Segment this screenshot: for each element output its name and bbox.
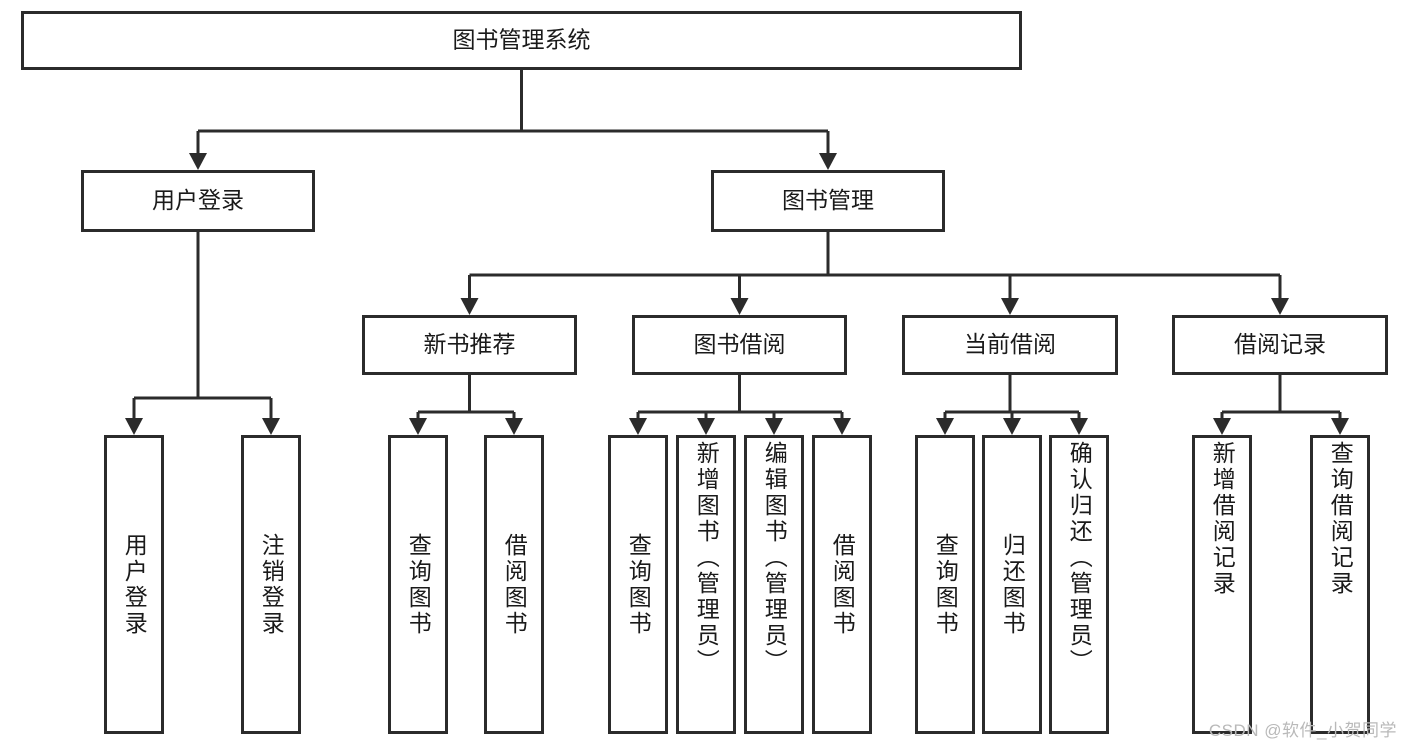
connector-layer xyxy=(125,70,1349,435)
arrow-down-icon xyxy=(1213,418,1231,435)
node-box-layer xyxy=(21,11,1388,734)
arrow-down-icon xyxy=(125,418,143,435)
leaf-box[interactable] xyxy=(484,435,544,734)
arrow-down-icon xyxy=(629,418,647,435)
leaf-box[interactable] xyxy=(241,435,301,734)
leaf-box[interactable] xyxy=(388,435,448,734)
arrow-down-icon xyxy=(1003,418,1021,435)
level3-node-label: 新书推荐 xyxy=(424,331,516,357)
level3-node-label: 当前借阅 xyxy=(964,331,1056,357)
level3-node[interactable] xyxy=(902,315,1118,375)
arrow-down-icon xyxy=(730,298,749,315)
level2-node-label: 用户登录 xyxy=(152,187,244,213)
leaf-box[interactable] xyxy=(1049,435,1109,734)
leaf-box[interactable] xyxy=(744,435,804,734)
root-node[interactable] xyxy=(21,11,1022,70)
leaf-box[interactable] xyxy=(1310,435,1370,734)
arrow-down-icon xyxy=(833,418,851,435)
leaf-box[interactable] xyxy=(676,435,736,734)
arrow-down-icon xyxy=(189,153,207,170)
arrow-down-icon xyxy=(765,418,783,435)
leaf-box[interactable] xyxy=(982,435,1042,734)
arrow-down-icon xyxy=(1001,298,1019,315)
leaf-box[interactable] xyxy=(812,435,872,734)
level3-node[interactable] xyxy=(632,315,847,375)
leaf-box[interactable] xyxy=(104,435,164,734)
level3-node-label: 图书借阅 xyxy=(694,331,786,357)
level3-node-label: 借阅记录 xyxy=(1234,331,1326,357)
level2-node[interactable] xyxy=(81,170,315,232)
arrow-down-icon xyxy=(262,418,280,435)
arrow-down-icon xyxy=(1271,298,1289,315)
level2-node[interactable] xyxy=(711,170,945,232)
arrow-down-icon xyxy=(1331,418,1349,435)
level2-node-label: 图书管理 xyxy=(782,187,874,213)
watermark-text: CSDN @软件_小贺同学 xyxy=(1208,721,1397,740)
arrow-down-icon xyxy=(1070,418,1088,435)
arrow-down-icon xyxy=(460,298,479,315)
leaf-box[interactable] xyxy=(1192,435,1252,734)
arrow-down-icon xyxy=(697,418,715,435)
leaf-box[interactable] xyxy=(915,435,975,734)
level3-node[interactable] xyxy=(1172,315,1388,375)
leaf-box[interactable] xyxy=(608,435,668,734)
level3-node[interactable] xyxy=(362,315,577,375)
arrow-down-icon xyxy=(936,418,954,435)
arrow-down-icon xyxy=(505,418,523,435)
arrow-down-icon xyxy=(819,153,837,170)
root-node-label: 图书管理系统 xyxy=(453,27,591,53)
arrow-down-icon xyxy=(409,418,427,435)
